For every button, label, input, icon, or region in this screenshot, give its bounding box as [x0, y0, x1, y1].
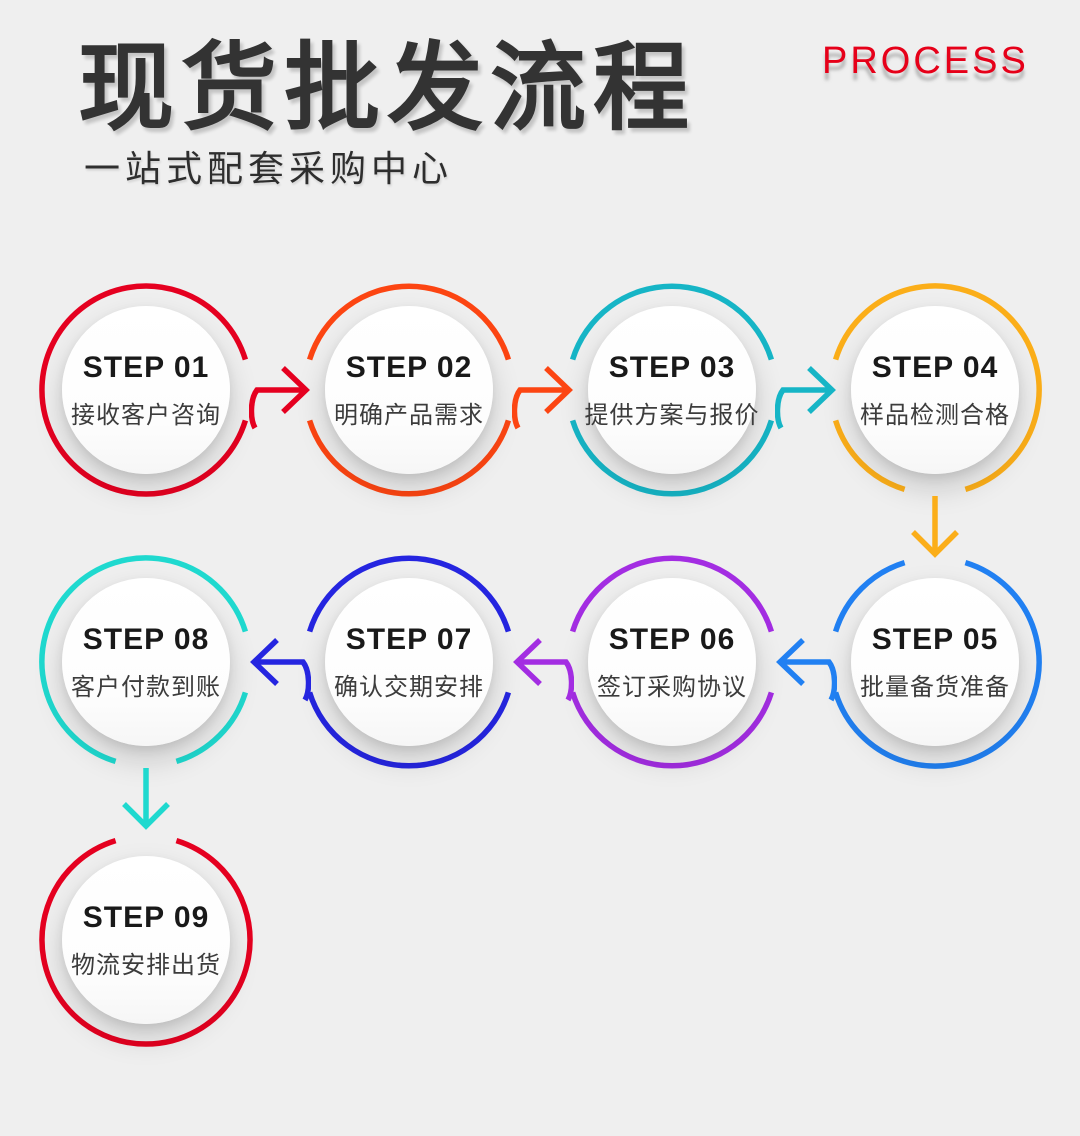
step-04-card: STEP 04 样品检测合格	[851, 306, 1019, 474]
step-05-card: STEP 05 批量备货准备	[851, 578, 1019, 746]
ring-icon	[39, 837, 253, 1047]
ring-icon	[832, 559, 1042, 769]
step-label: STEP 02	[345, 350, 473, 384]
step-06-circle: STEP 06 签订采购协议	[562, 552, 782, 772]
ring-icon	[39, 555, 249, 765]
step-06-card: STEP 06 签订采购协议	[588, 578, 756, 746]
step-label: STEP 01	[82, 350, 210, 384]
step-desc: 物流安排出货	[71, 951, 221, 979]
step-desc: 提供方案与报价	[584, 401, 760, 429]
step-01-circle: STEP 01 接收客户咨询	[36, 280, 256, 500]
ring-icon	[569, 283, 775, 497]
step-09-card: STEP 09 物流安排出货	[62, 856, 230, 1024]
ring-icon	[39, 283, 249, 497]
step-desc: 确认交期安排	[334, 673, 484, 701]
step-03-circle: STEP 03 提供方案与报价	[562, 280, 782, 500]
arrow-right-icon	[249, 366, 310, 430]
step-label: STEP 08	[82, 622, 210, 656]
step-desc: 明确产品需求	[334, 401, 484, 429]
step-label: STEP 04	[871, 350, 999, 384]
arrow-left-icon	[776, 638, 837, 702]
step-04-circle: STEP 04 样品检测合格	[825, 280, 1045, 500]
step-05-circle: STEP 05 批量备货准备	[825, 552, 1045, 772]
step-desc: 接收客户咨询	[71, 401, 221, 429]
ring-icon	[569, 555, 775, 769]
step-03-card: STEP 03 提供方案与报价	[585, 306, 759, 474]
step-02-circle: STEP 02 明确产品需求	[299, 280, 519, 500]
process-badge: PROCESS	[822, 40, 1029, 82]
step-08-card: STEP 08 客户付款到账	[62, 578, 230, 746]
arrow-left-icon	[250, 638, 311, 702]
step-desc: 批量备货准备	[860, 673, 1010, 701]
step-07-card: STEP 07 确认交期安排	[325, 578, 493, 746]
step-desc: 样品检测合格	[860, 401, 1010, 429]
step-label: STEP 09	[82, 900, 210, 934]
step-07-circle: STEP 07 确认交期安排	[299, 552, 519, 772]
step-desc: 签订采购协议	[597, 673, 747, 701]
step-09-circle: STEP 09 物流安排出货	[36, 830, 256, 1050]
arrow-right-icon	[512, 366, 573, 430]
page-title: 现货批发流程	[78, 35, 696, 142]
arrow-left-icon	[513, 638, 574, 702]
ring-icon	[306, 283, 512, 497]
arrow-down-icon	[122, 768, 170, 830]
step-label: STEP 05	[871, 622, 999, 656]
step-02-card: STEP 02 明确产品需求	[325, 306, 493, 474]
ring-icon	[306, 555, 512, 769]
step-desc: 客户付款到账	[71, 673, 221, 701]
arrow-down-icon	[911, 496, 959, 558]
step-label: STEP 03	[608, 350, 736, 384]
arrow-right-icon	[775, 366, 836, 430]
page-subtitle: 一站式配套采购中心	[84, 148, 454, 189]
ring-icon	[832, 283, 1042, 493]
step-label: STEP 06	[608, 622, 736, 656]
step-label: STEP 07	[345, 622, 473, 656]
step-01-card: STEP 01 接收客户咨询	[62, 306, 230, 474]
step-08-circle: STEP 08 客户付款到账	[36, 552, 256, 772]
